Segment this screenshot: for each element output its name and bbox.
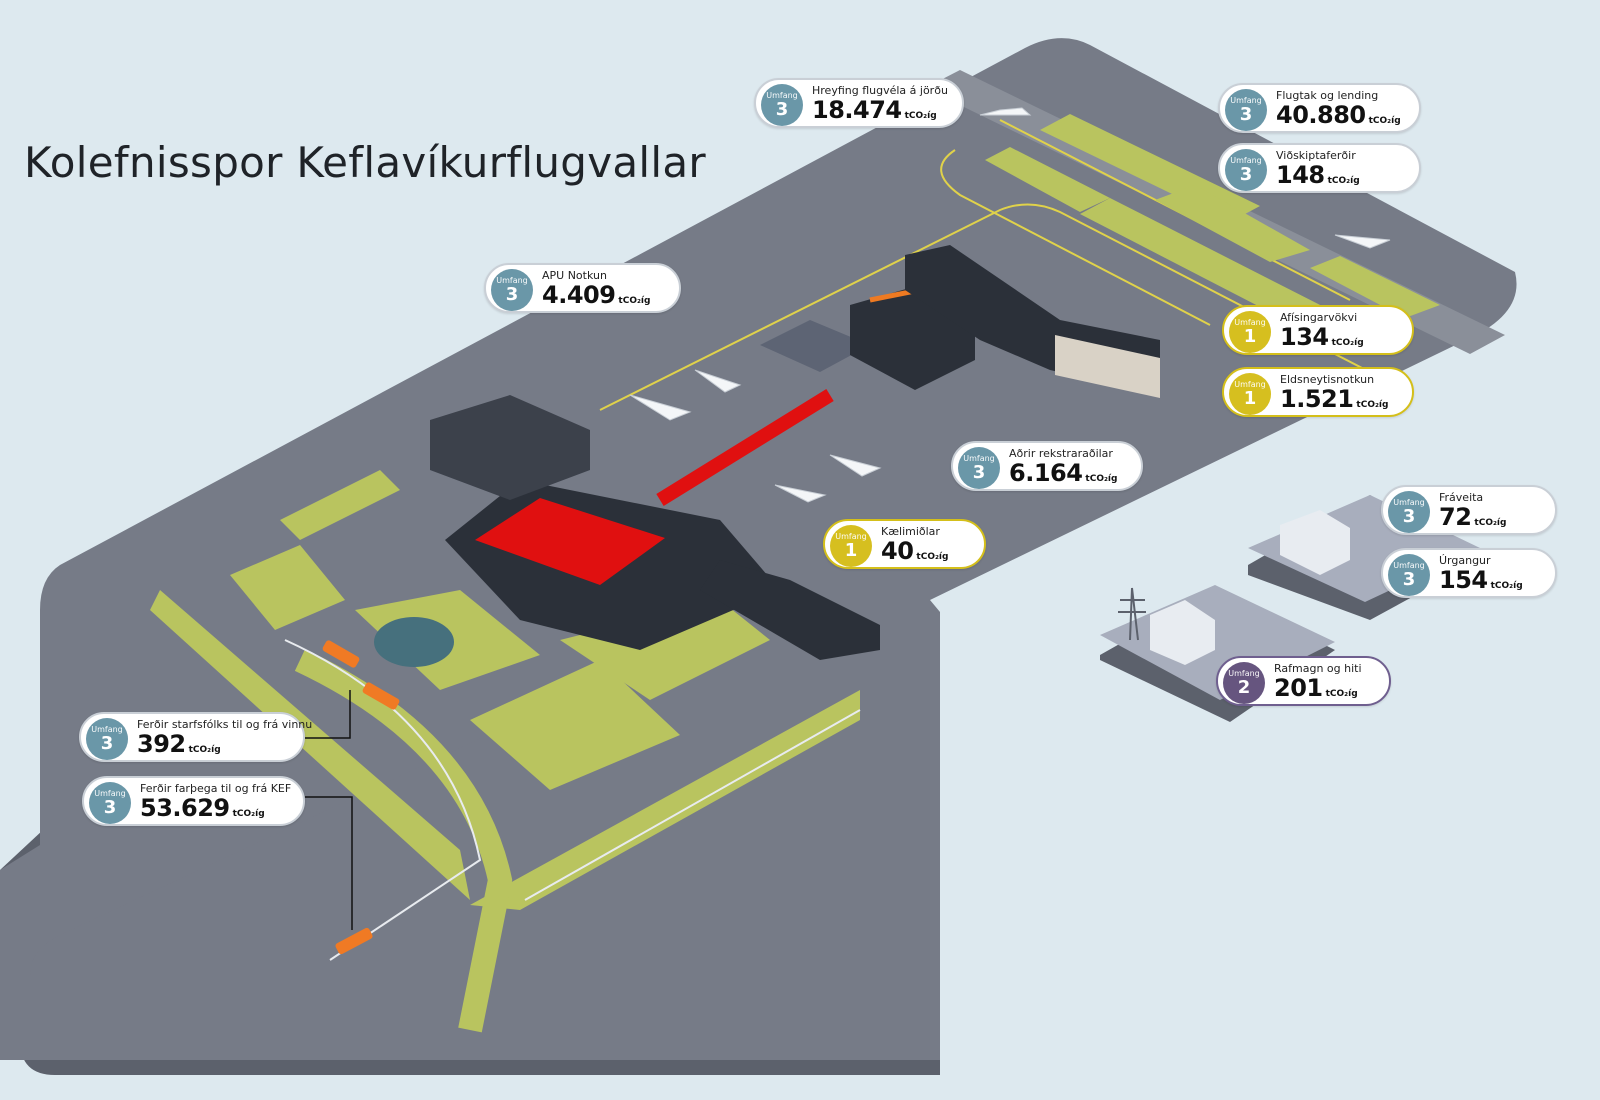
- emission-name: Fráveita: [1439, 491, 1484, 504]
- taxiway-line: [599, 203, 1396, 411]
- emission-value: 4.409: [542, 281, 616, 309]
- aircraft: [629, 107, 1391, 503]
- leader-line: [305, 796, 353, 930]
- bus: [362, 682, 400, 710]
- emission-name: Úrgangur: [1439, 554, 1491, 567]
- emission-name: Kælimiðlar: [881, 525, 940, 538]
- emission-name: Aðrir rekstraraðilar: [1009, 447, 1113, 460]
- emission-name: Flugtak og lending: [1276, 89, 1379, 102]
- emission-unit: tCO₂íg: [1325, 689, 1358, 699]
- emission-value: 134: [1280, 323, 1329, 351]
- pier-red: [656, 389, 834, 506]
- bus: [322, 640, 360, 668]
- pier-building: [700, 560, 880, 660]
- grass-zone: [150, 590, 470, 900]
- emission-value: 6.164: [1009, 459, 1083, 487]
- power-pylon: [1118, 587, 1146, 641]
- emission-name: Afísingarvökvi: [1280, 311, 1358, 324]
- long-building-facade: [1055, 335, 1160, 398]
- taxiway-line: [940, 149, 1211, 326]
- emission-name: Ferðir farþega til og frá KEF: [140, 782, 292, 795]
- page-title: Kolefnisspor Keflavíkurflugvallar: [24, 138, 706, 187]
- emission-unit: tCO₂íg: [1490, 581, 1523, 591]
- hangar: [760, 320, 870, 372]
- emission-unit: tCO₂íg: [1085, 474, 1118, 484]
- north-building: [430, 395, 590, 500]
- emission-value: 154: [1439, 566, 1488, 594]
- emission-unit: tCO₂íg: [1474, 518, 1507, 528]
- emission-name: Hreyfing flugvéla á jörðu: [812, 84, 948, 97]
- emission-unit: tCO₂íg: [188, 745, 221, 755]
- grass-patch: [1080, 198, 1330, 325]
- emission-value: 72: [1439, 503, 1472, 531]
- emission-value: 18.474: [812, 96, 902, 124]
- grass-patch: [1310, 256, 1440, 318]
- emission-unit: tCO₂íg: [232, 809, 265, 819]
- emission-name: Ferðir starfsfólks til og frá vinnu: [137, 718, 313, 731]
- grass-patch: [1155, 185, 1310, 262]
- emission-value: 53.629: [140, 794, 230, 822]
- emission-name: Rafmagn og hiti: [1274, 662, 1362, 675]
- terminal-roof-red: [475, 498, 665, 585]
- emission-value: 148: [1276, 161, 1325, 189]
- emission-unit: tCO₂íg: [1356, 400, 1389, 410]
- emission-value: 201: [1274, 674, 1323, 702]
- emission-name: APU Notkun: [542, 269, 607, 282]
- grass-zone: [230, 545, 345, 630]
- grass-patch: [985, 147, 1110, 212]
- grass-zone: [280, 470, 400, 540]
- bus: [335, 927, 373, 955]
- emission-unit: tCO₂íg: [904, 111, 937, 121]
- leader-line: [305, 690, 351, 739]
- emission-unit: tCO₂íg: [1368, 116, 1401, 126]
- road: [524, 709, 861, 901]
- emission-value: 392: [137, 730, 186, 758]
- emission-unit: tCO₂íg: [1331, 338, 1364, 348]
- emission-value: 40: [881, 537, 914, 565]
- grass-zone: [560, 600, 770, 700]
- grass-curve: [294, 649, 513, 1033]
- pond: [374, 617, 454, 667]
- grass-zone: [470, 660, 680, 790]
- emission-unit: tCO₂íg: [618, 296, 651, 306]
- utility-building: [1150, 600, 1215, 665]
- emission-name: Viðskiptaferðir: [1276, 149, 1356, 162]
- road: [284, 639, 482, 961]
- emission-unit: tCO₂íg: [916, 552, 949, 562]
- emission-name: Eldsneytisnotkun: [1280, 373, 1375, 386]
- emission-value: 40.880: [1276, 101, 1366, 129]
- waste-building: [1280, 510, 1350, 575]
- emission-unit: tCO₂íg: [1327, 176, 1360, 186]
- emission-value: 1.521: [1280, 385, 1354, 413]
- grass-zone: [470, 690, 860, 910]
